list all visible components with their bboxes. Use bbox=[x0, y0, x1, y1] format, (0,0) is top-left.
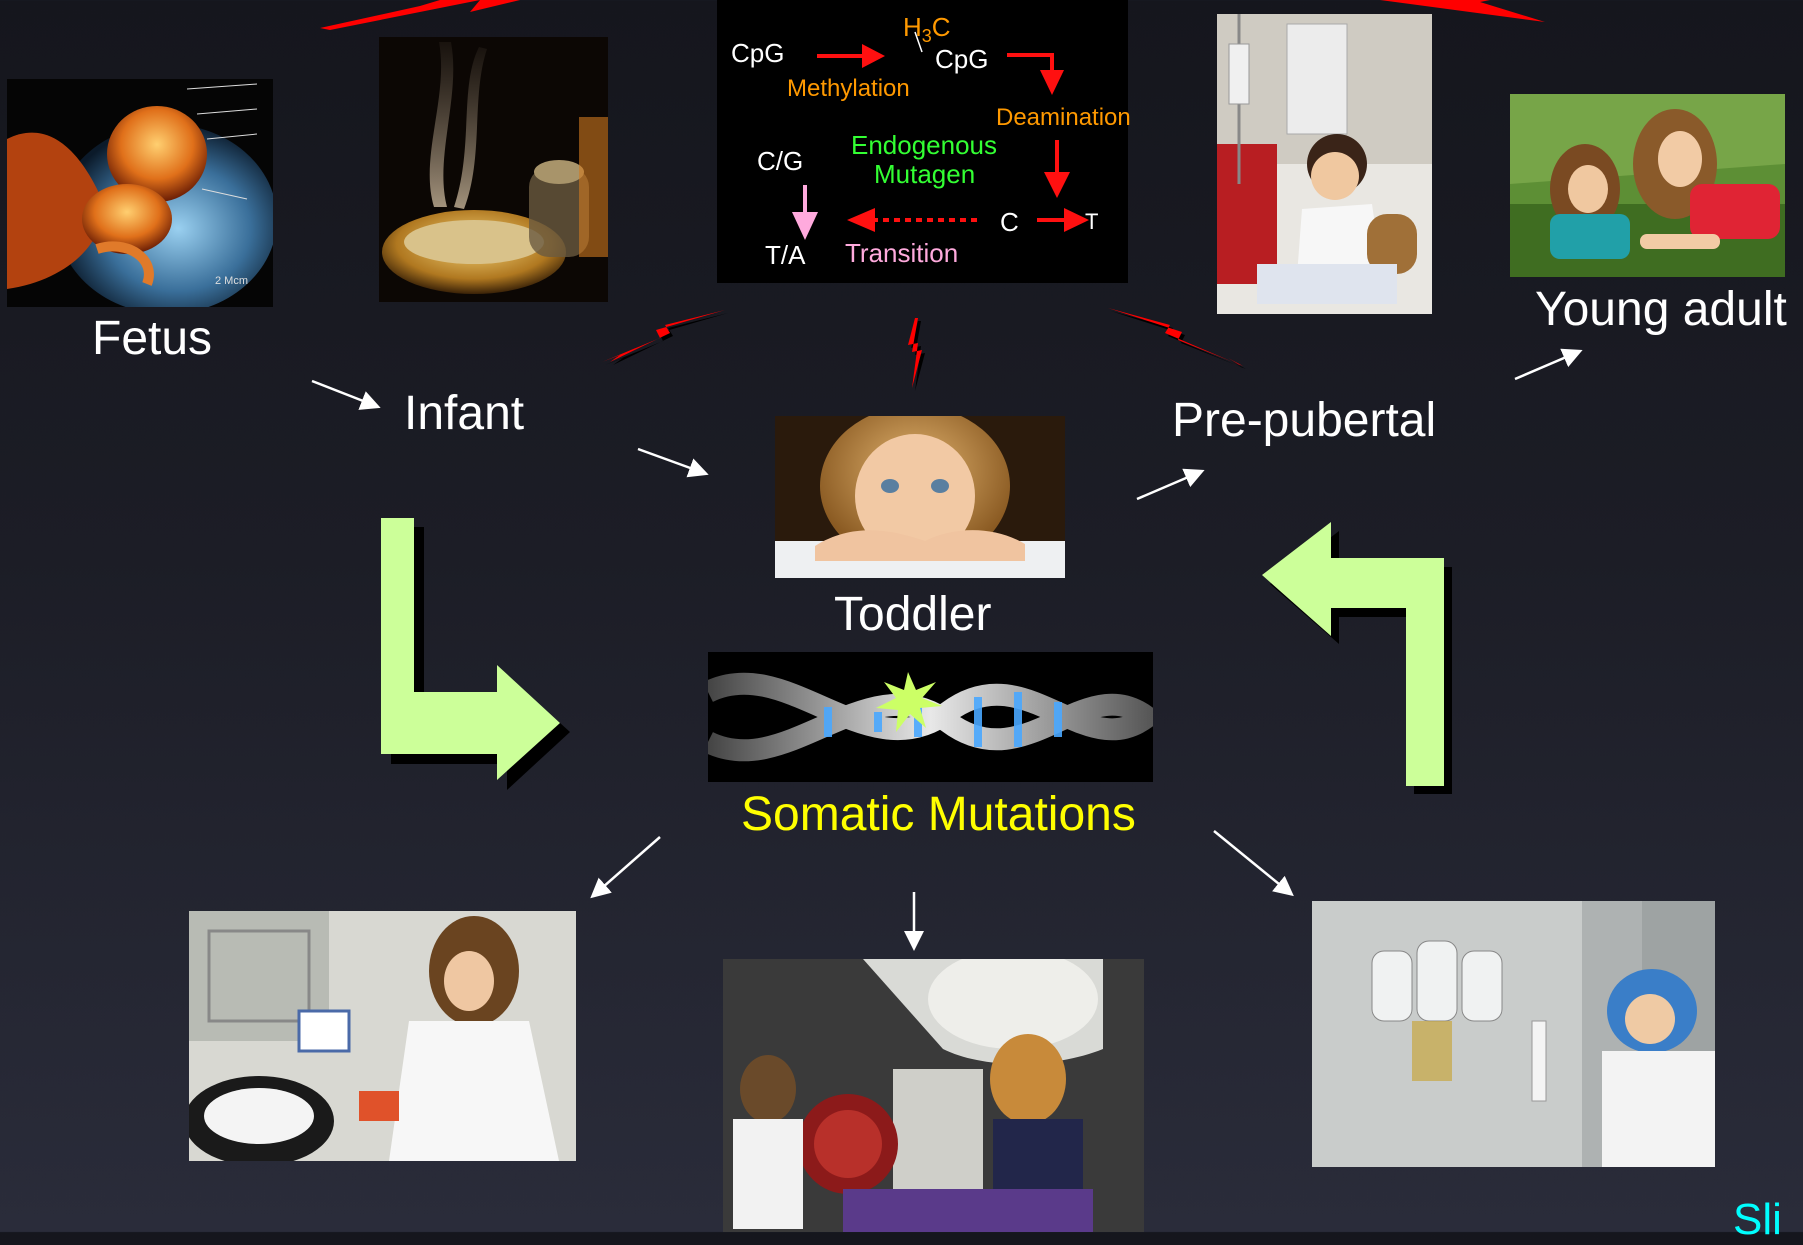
arrow-mutations-to-cleanroom bbox=[1213, 830, 1294, 897]
h3c-text: H3C bbox=[903, 12, 951, 47]
green-arrow-right bbox=[1262, 522, 1452, 794]
lightning-top-left bbox=[320, 0, 520, 30]
arrow-fetus-to-infant bbox=[311, 379, 381, 410]
stage-label-infant: Infant bbox=[404, 387, 525, 440]
toddler-photo bbox=[775, 416, 1065, 578]
stage-label-toddler: Toddler bbox=[834, 588, 992, 641]
c-text: C bbox=[1000, 207, 1019, 237]
arrow-prepubertal-to-young-adult bbox=[1514, 348, 1583, 381]
lightning-bolt-right bbox=[1108, 308, 1246, 369]
lab-researcher-photo bbox=[189, 911, 576, 1161]
cpg-arrows bbox=[792, 31, 1089, 240]
stage-label-prepubertal: Pre-pubertal bbox=[1172, 394, 1437, 447]
hospital-boy-photo bbox=[1217, 14, 1432, 314]
cg-text: C/G bbox=[757, 146, 804, 176]
deamination-label: Deamination bbox=[996, 104, 1131, 131]
cpg-text: CpG bbox=[731, 38, 785, 68]
methylated-cpg-text: CpG bbox=[935, 44, 989, 74]
stage-label-fetus: Fetus bbox=[92, 312, 213, 365]
girls-photo bbox=[1510, 94, 1785, 277]
cleanroom-photo bbox=[1312, 901, 1715, 1167]
mutagen-label: Mutagen bbox=[874, 159, 976, 189]
green-arrow-left bbox=[381, 518, 570, 790]
stage-label-young-adult: Young adult bbox=[1535, 283, 1787, 336]
dna-photo bbox=[708, 652, 1153, 782]
fetus-photo: 2 Mcm bbox=[7, 79, 273, 307]
arrow-toddler-to-prepubertal bbox=[1136, 468, 1205, 501]
ashtray-photo bbox=[379, 37, 608, 302]
endogenous-label: Endogenous bbox=[851, 130, 998, 160]
ta-text: T/A bbox=[765, 240, 806, 270]
cpg-methylation-panel: CpG H3C CpG Methylation Deamination C/G … bbox=[717, 0, 1131, 283]
lightning-bolt-left bbox=[602, 310, 728, 365]
lightning-bolt-center bbox=[908, 318, 925, 391]
transition-label: Transition bbox=[845, 238, 959, 268]
somatic-mutations-label: Somatic Mutations bbox=[741, 788, 1136, 841]
radiation-therapy-photo bbox=[723, 959, 1144, 1232]
methylation-label: Methylation bbox=[787, 75, 910, 102]
arrow-infant-to-toddler bbox=[637, 447, 709, 478]
t-text: T bbox=[1085, 209, 1099, 234]
arrow-mutations-to-lab bbox=[590, 836, 661, 899]
fetus-photo-label: 2 Mcm bbox=[215, 275, 248, 287]
corner-text: Sli bbox=[1733, 1195, 1782, 1244]
